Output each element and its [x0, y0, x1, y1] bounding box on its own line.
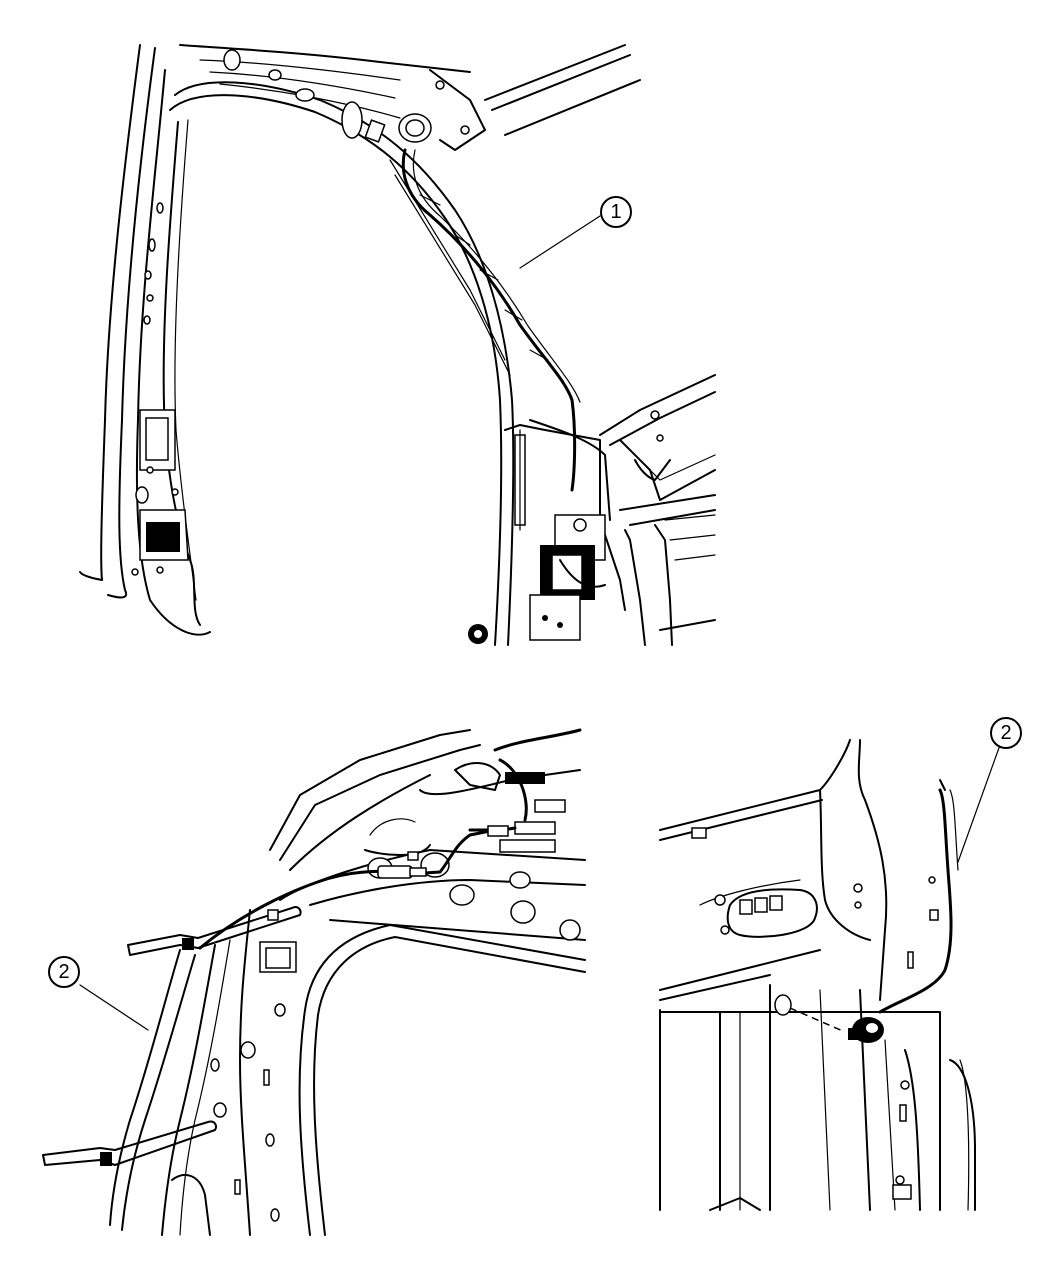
- callout-1-label: 1: [610, 201, 621, 223]
- top-view-pillar-diagram: [79, 44, 716, 646]
- bottom-left-view-diagram: [42, 728, 586, 1236]
- callout-2-right: 2: [990, 717, 1022, 749]
- callout-1: 1: [600, 196, 632, 228]
- callout-2-left: 2: [48, 956, 80, 988]
- callout-2-left-label: 2: [58, 961, 69, 983]
- callout-2-right-label: 2: [1000, 722, 1011, 744]
- bottom-right-view-diagram: [659, 739, 1001, 1211]
